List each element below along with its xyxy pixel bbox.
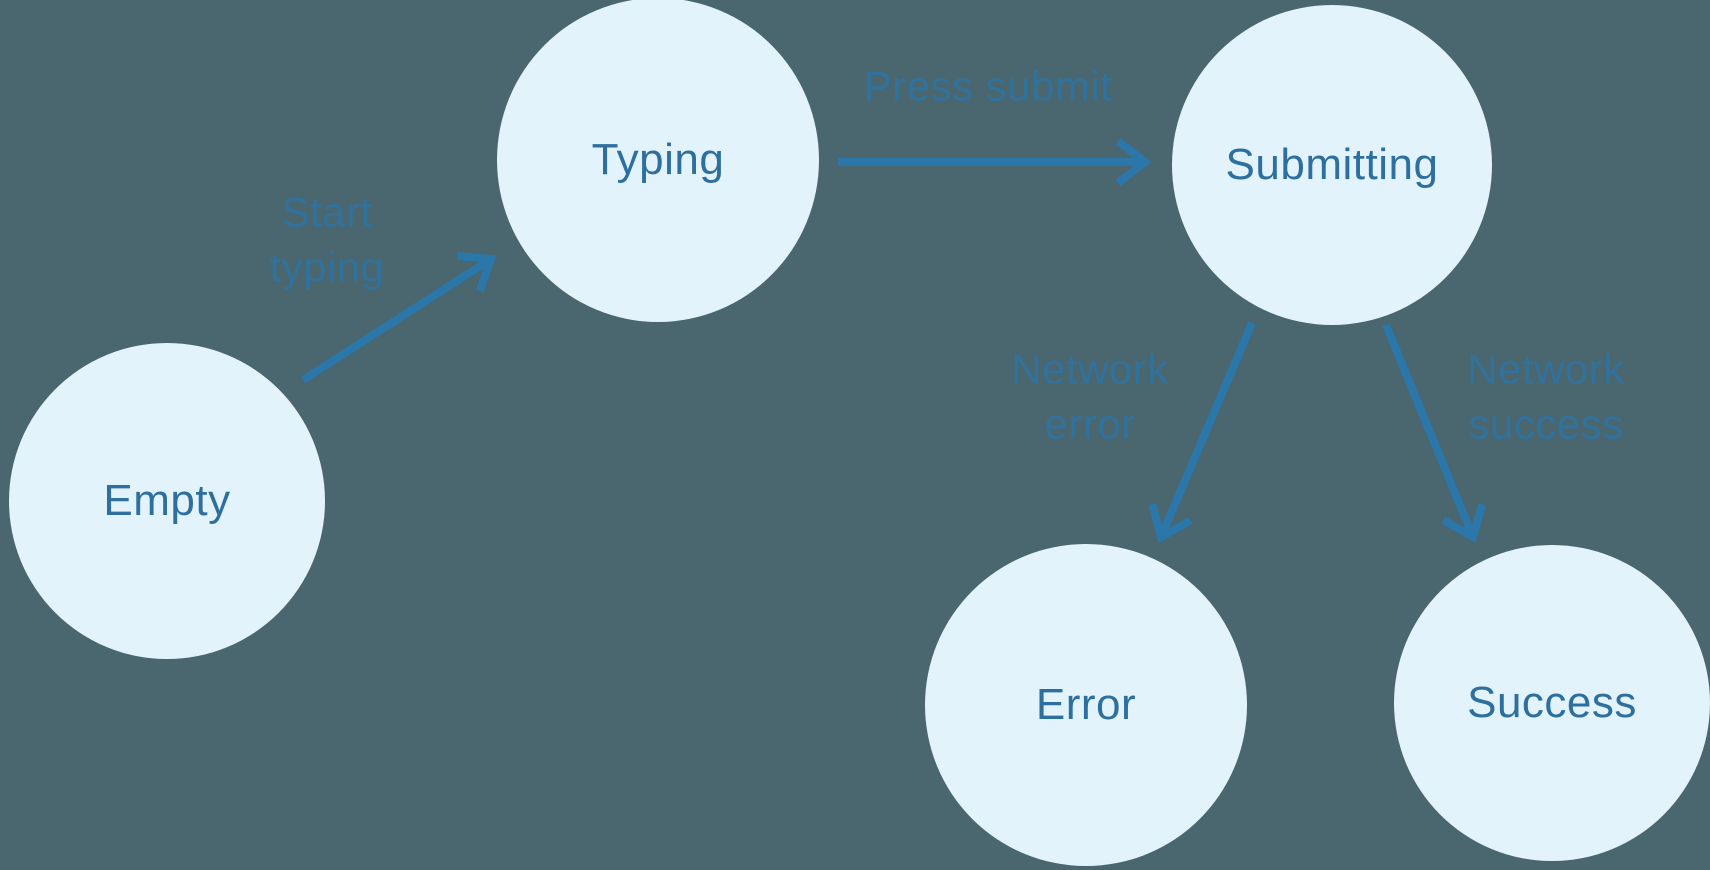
edge-arrow-press-submit <box>838 138 1152 186</box>
state-node-label: Typing <box>591 135 725 184</box>
edge-label-network-success: Network success <box>1467 345 1625 447</box>
state-node-label: Error <box>1035 680 1137 729</box>
state-node-label: Success <box>1467 678 1637 727</box>
state-node-label: Submitting <box>1225 140 1439 189</box>
state-node-empty: Empty <box>9 343 325 659</box>
edge-label-start-typing: Start typing <box>269 188 385 290</box>
state-node-error: Error <box>925 544 1247 866</box>
edge-label-network-error: Network error <box>1011 345 1169 447</box>
state-node-typing: Typing <box>497 0 819 322</box>
state-node-success: Success <box>1394 545 1710 861</box>
state-node-label: Empty <box>103 476 231 525</box>
edge-label-press-submit: Press submit <box>863 62 1113 110</box>
state-node-submitting: Submitting <box>1172 5 1492 325</box>
